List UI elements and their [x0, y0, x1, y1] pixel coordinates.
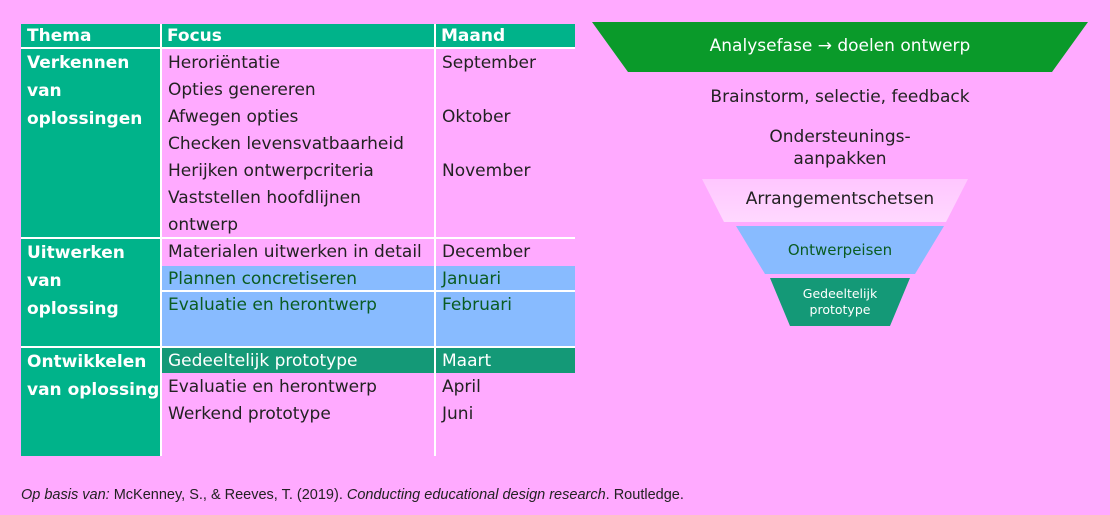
funnel-step-approaches-line2: aanpakken	[793, 149, 887, 169]
table-row: Opties genereren	[161, 77, 575, 103]
month-cell: November	[442, 161, 531, 181]
row-divider	[161, 290, 575, 292]
focus-cell: Afwegen opties	[168, 107, 299, 127]
focus-cell: Evaluatie en herontwerp	[168, 377, 377, 397]
month-cell: Juni	[442, 404, 474, 424]
theme-develop-label: Ontwikkelen van oplossing	[27, 352, 160, 400]
table-row: Heroriëntatie September	[161, 50, 575, 76]
theme-elaborate-label: Uitwerken van oplossing	[27, 243, 125, 319]
row-divider	[21, 47, 575, 49]
theme-explore: Verkennen van oplossingen	[21, 49, 161, 237]
funnel-step-brainstorm: Brainstorm, selectie, feedback	[710, 87, 970, 107]
table-row: Afwegen opties Oktober	[161, 104, 575, 130]
funnel-top-label: Analysefase → doelen ontwerp	[709, 36, 971, 56]
month-cell: Maart	[442, 351, 492, 371]
month-cell: December	[442, 242, 531, 262]
table-row-highlight: Gedeeltelijk prototype Maart	[161, 348, 575, 373]
citation-publisher: . Routledge.	[605, 487, 684, 503]
design-funnel: Analysefase → doelen ontwerp Brainstorm,…	[590, 22, 1090, 332]
header-theme: Thema	[21, 24, 161, 47]
table-row: Vaststellen hoofdlijnen	[161, 185, 575, 211]
column-divider	[160, 24, 162, 456]
funnel-shapes	[592, 22, 1088, 326]
focus-cell: Vaststellen hoofdlijnen	[168, 188, 361, 208]
funnel-step-prototype	[770, 278, 910, 326]
row-divider	[21, 346, 575, 348]
theme-elaborate: Uitwerken van oplossing	[21, 239, 161, 346]
table-row-highlight: Evaluatie en herontwerp Februari	[161, 292, 575, 346]
row-divider	[21, 237, 575, 239]
funnel-step-requirements-label: Ontwerpeisen	[787, 241, 893, 259]
citation-authors: McKenney, S., & Reeves, T. (2019).	[109, 487, 347, 503]
focus-cell: Opties genereren	[168, 80, 316, 100]
month-cell: Januari	[442, 269, 502, 289]
funnel-step-sketches-label: Arrangementschetsen	[745, 189, 935, 209]
focus-cell: Plannen concretiseren	[168, 269, 358, 289]
header-month: Maand	[435, 24, 575, 47]
focus-table: Thema Focus Maand Verkennen van oplossin…	[21, 24, 575, 456]
citation-prefix: Op basis van:	[21, 487, 110, 503]
table-row: Evaluatie en herontwerp April	[161, 374, 575, 400]
table-row: Werkend prototype Juni	[161, 401, 575, 427]
funnel-step-requirements	[736, 226, 944, 274]
table-row-highlight: Plannen concretiseren Januari	[161, 266, 575, 290]
citation-title: Conducting educational design research	[346, 487, 606, 503]
table-row: Herijken ontwerpcriteria November	[161, 158, 575, 184]
month-cell: Februari	[442, 295, 512, 315]
month-cell: Oktober	[442, 107, 511, 127]
focus-cell: ontwerp	[168, 215, 238, 235]
focus-cell: Materialen uitwerken in detail	[168, 242, 422, 262]
table-row: Checken levensvatbaarheid	[161, 131, 575, 157]
funnel-step-top	[592, 22, 1088, 72]
table-row: ontwerp	[161, 212, 575, 238]
focus-cell: Heroriëntatie	[168, 53, 281, 73]
column-divider	[434, 24, 436, 456]
focus-cell: Checken levensvatbaarheid	[168, 134, 404, 154]
focus-cell: Evaluatie en herontwerp	[168, 295, 377, 315]
funnel-step-approaches-line1: Ondersteunings-	[769, 127, 911, 147]
theme-explore-label: Verkennen van oplossingen	[27, 53, 143, 129]
month-cell: September	[442, 53, 536, 73]
funnel-step-prototype-line2: prototype	[809, 302, 871, 317]
theme-develop: Ontwikkelen van oplossing	[21, 348, 161, 456]
focus-cell: Werkend prototype	[168, 404, 331, 424]
funnel-step-prototype-line1: Gedeeltelijk	[802, 286, 878, 301]
table-row: Materialen uitwerken in detail December	[161, 239, 575, 265]
citation: Op basis van: McKenney, S., & Reeves, T.…	[21, 487, 684, 503]
focus-cell: Gedeeltelijk prototype	[168, 351, 358, 371]
month-cell: April	[442, 377, 481, 397]
focus-cell: Herijken ontwerpcriteria	[168, 161, 374, 181]
header-focus: Focus	[161, 24, 435, 47]
funnel-step-sketches	[702, 179, 968, 222]
